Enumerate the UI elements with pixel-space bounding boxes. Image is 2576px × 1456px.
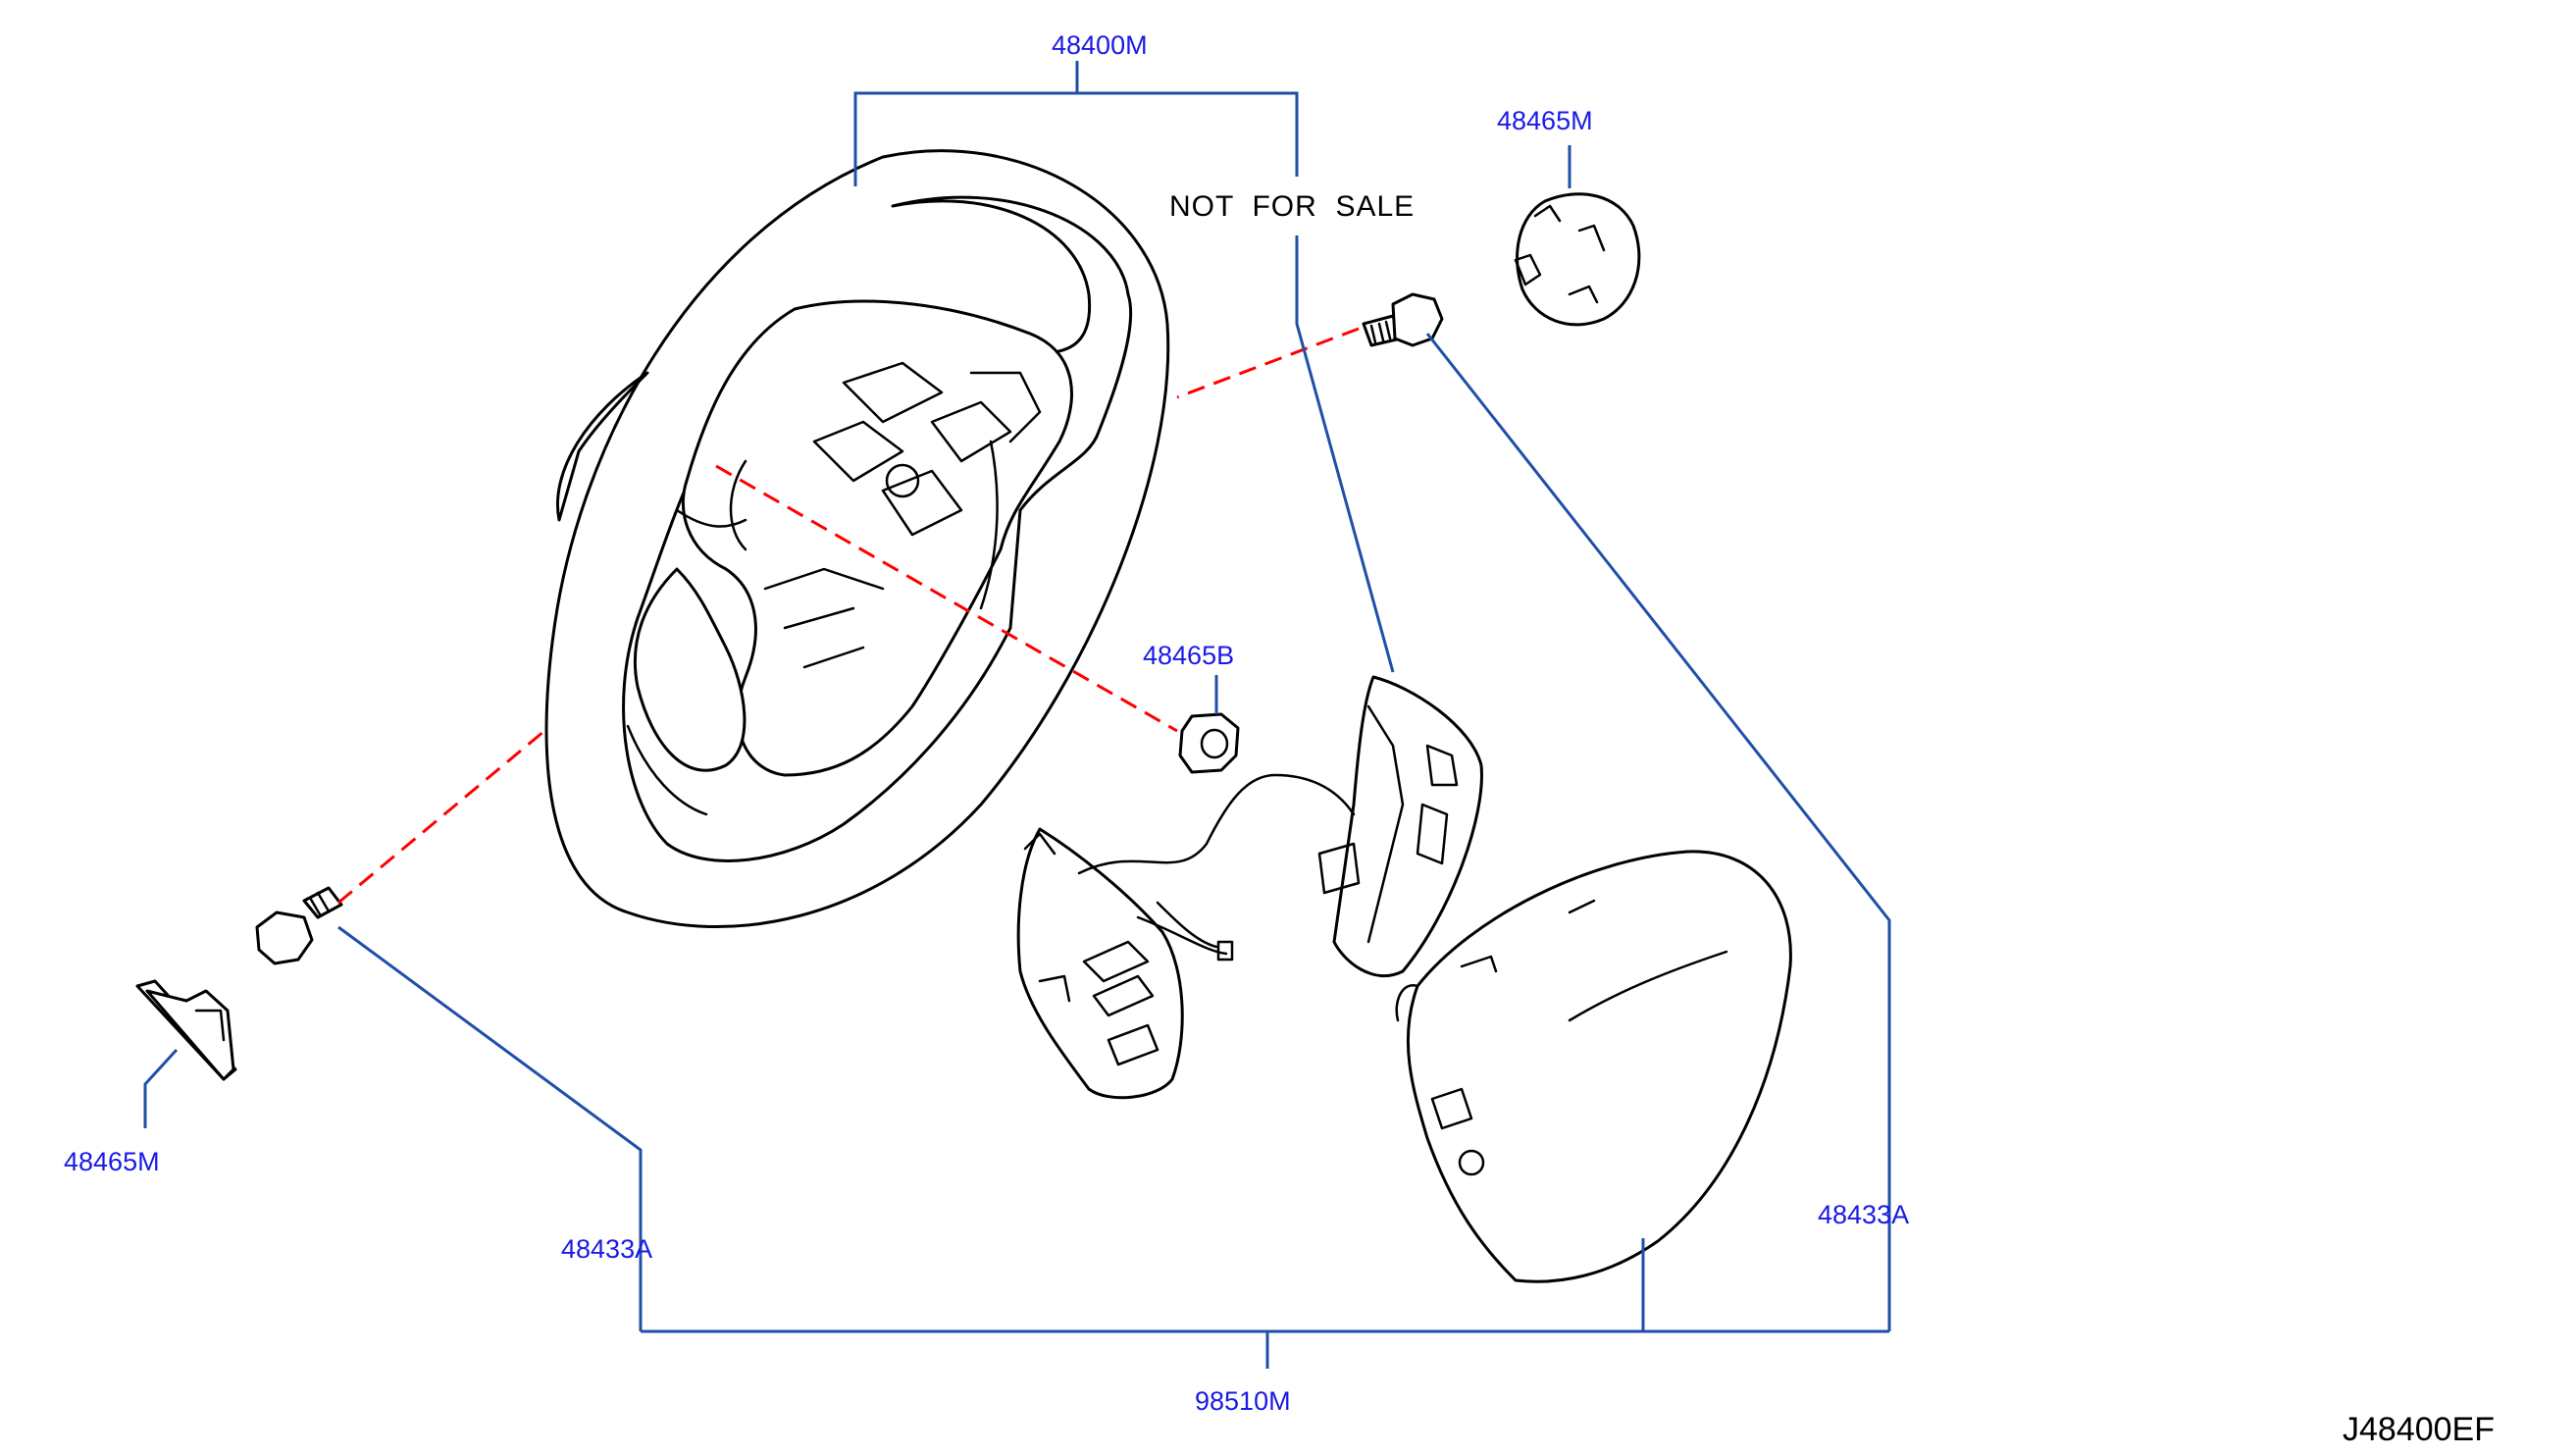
airbag-module[interactable] <box>1395 850 1792 1283</box>
not-for-sale-note: NOT FOR SALE <box>1169 190 1415 223</box>
nut-48465b[interactable] <box>1178 712 1240 774</box>
label-airbag-module: 98510M <box>1195 1386 1291 1416</box>
assembly-line-bolt-left <box>337 729 545 905</box>
pad-cover-left[interactable] <box>135 979 237 1081</box>
label-bolt-left: 48433A <box>561 1234 652 1264</box>
label-bolt-right: 48433A <box>1818 1200 1909 1229</box>
bolt-left[interactable] <box>255 886 343 965</box>
label-nut: 48465B <box>1143 641 1234 670</box>
switch-right[interactable] <box>1317 675 1483 978</box>
assembly-line-nut <box>715 464 1178 733</box>
label-pad-cover-top: 48465M <box>1497 106 1593 135</box>
leader-lines <box>143 61 1891 1369</box>
drawing-code: J48400EF <box>2343 1411 2495 1448</box>
steering-wheel[interactable] <box>544 149 1170 928</box>
switch-left[interactable] <box>1016 773 1356 1100</box>
bolt-right[interactable] <box>1362 292 1444 347</box>
label-pad-cover-left: 48465M <box>64 1147 160 1176</box>
leader-48433a-right <box>1425 333 1891 1331</box>
assembly-lines <box>337 327 1360 905</box>
label-steering-wheel: 48400M <box>1052 30 1148 60</box>
leader-48465m-left <box>143 1048 179 1128</box>
assembly-line-bolt-right <box>1176 327 1360 399</box>
leader-48433a-left <box>337 925 643 1331</box>
leader-48400m-right <box>1295 235 1395 673</box>
pad-cover-top[interactable] <box>1514 192 1641 327</box>
